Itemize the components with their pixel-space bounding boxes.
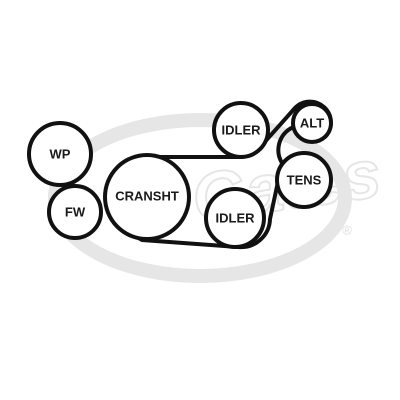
- pulley-cransht: CRANSHT: [103, 153, 191, 241]
- pulley-idler-top-label: IDLER: [222, 122, 262, 137]
- pulley-tens-label: TENS: [287, 172, 322, 187]
- pulley-idler-top-circle: [212, 101, 270, 159]
- pulley-wp: WP: [27, 121, 93, 187]
- pulley-idler-top: IDLER: [212, 101, 270, 159]
- pulley-tens-circle: [275, 151, 333, 209]
- pulley-fw: FW: [47, 184, 103, 240]
- pulley-cransht-label: CRANSHT: [115, 188, 179, 203]
- pulley-alt-circle: [291, 102, 333, 144]
- pulley-idler-bottom: IDLER: [204, 187, 266, 249]
- pulley-idler-bottom-label: IDLER: [216, 210, 256, 225]
- pulley-fw-label: FW: [65, 204, 86, 219]
- pulley-idler-bottom-circle: [204, 187, 266, 249]
- pulley-alt: ALT: [291, 102, 333, 144]
- pulley-alt-label: ALT: [300, 115, 324, 130]
- pulley-wp-label: WP: [50, 146, 71, 161]
- pulley-wp-circle: [27, 121, 93, 187]
- watermark-registered-mark: ®: [342, 222, 352, 237]
- pulley-tens: TENS: [275, 151, 333, 209]
- pulley-cransht-circle: [103, 153, 191, 241]
- pulley-fw-circle: [47, 184, 103, 240]
